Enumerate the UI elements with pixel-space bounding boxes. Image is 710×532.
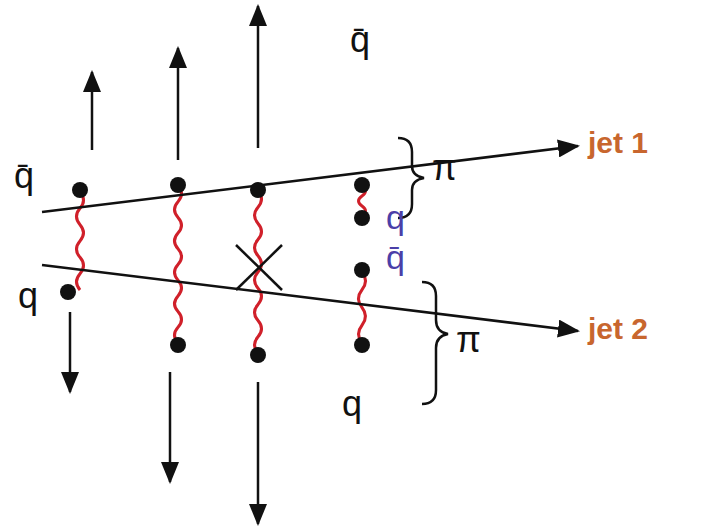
quark-dot — [250, 347, 266, 363]
momentum-arrows — [70, 6, 258, 524]
quark-dot — [60, 284, 76, 300]
quark-label: q — [386, 200, 405, 234]
quark-label: q — [18, 278, 38, 314]
quark-dot — [72, 182, 88, 198]
quark-dot — [250, 182, 266, 198]
broken-string-cross — [236, 245, 282, 290]
antiquark-label: q̄ — [386, 240, 405, 274]
quark-label: q — [342, 386, 362, 422]
jet-label: jet 2 — [588, 314, 648, 344]
gluon-strings — [77, 186, 366, 353]
quark-dots — [60, 177, 370, 363]
antiquark-label: q̄ — [14, 158, 34, 194]
quark-dot — [354, 177, 370, 193]
jet-label: jet 1 — [588, 128, 648, 158]
jet-line — [42, 265, 578, 331]
gluon-spring — [359, 272, 366, 343]
jet-line — [42, 146, 578, 212]
pion-label: π — [456, 322, 481, 358]
quark-dot — [354, 210, 370, 226]
quark-dot — [354, 262, 370, 278]
quark-dot — [170, 177, 186, 193]
quark-dot — [354, 337, 370, 353]
gluon-spring — [175, 186, 182, 343]
quark-dot — [170, 337, 186, 353]
antiquark-label: q̄ — [350, 22, 370, 58]
pion-label: π — [432, 150, 457, 186]
